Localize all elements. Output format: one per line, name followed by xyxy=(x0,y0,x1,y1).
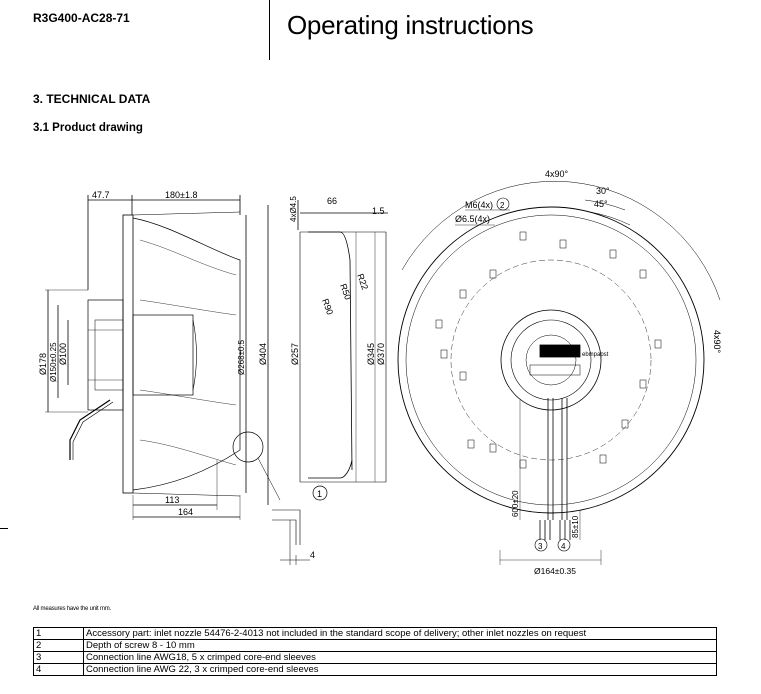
table-row: 3 Connection line AWG18, 5 x crimped cor… xyxy=(33,651,717,664)
dim-1-5: 1.5 xyxy=(372,206,385,216)
radius-22: R22 xyxy=(355,272,370,291)
dim-600: 600±20 xyxy=(511,490,520,517)
dim-45: 45° xyxy=(594,199,608,209)
dim-85: 85±10 xyxy=(571,515,580,538)
section-heading: 3. TECHNICAL DATA xyxy=(33,92,151,106)
dim-268: Ø268±0.5 xyxy=(237,339,246,375)
callout-1: 1 xyxy=(317,489,322,499)
header-divider xyxy=(269,0,270,60)
callout-4: 4 xyxy=(561,542,566,551)
radius-90: R90 xyxy=(320,297,335,316)
note-number: 2 xyxy=(33,639,84,652)
dim-178: Ø178 xyxy=(38,353,48,375)
note-text: Connection line AWG 22, 3 x crimped core… xyxy=(83,663,717,676)
product-drawing: 47.7 180±1.8 113 164 Ø178 Ø150±0.25 Ø100… xyxy=(38,169,722,576)
radius-50: R50 xyxy=(338,282,353,301)
note-number: 3 xyxy=(33,651,84,664)
nozzle-view xyxy=(272,200,388,565)
callout-2: 2 xyxy=(500,201,505,210)
dim-100: Ø100 xyxy=(58,343,68,365)
dim-6-5: Ø6.5(4x) xyxy=(455,214,490,224)
note-text: Depth of screw 8 - 10 mm xyxy=(83,639,717,652)
dim-4x90-top: 4x90° xyxy=(545,169,569,179)
dim-164: 164 xyxy=(178,507,193,517)
dim-m6: M6(4x) xyxy=(465,200,493,210)
dim-370: Ø370 xyxy=(376,343,386,365)
dim-66: 66 xyxy=(327,196,337,206)
dim-150: Ø150±0.25 xyxy=(49,342,58,382)
note-number: 4 xyxy=(33,663,84,676)
table-row: 4 Connection line AWG 22, 3 x crimped co… xyxy=(33,663,717,676)
model-number: R3G400-AC28-71 xyxy=(33,11,130,25)
dim-4x90-side: 4x90° xyxy=(712,330,722,354)
dim-47-7: 47.7 xyxy=(92,190,110,200)
dim-113: 113 xyxy=(165,495,179,505)
notes-table: 1 Accessory part: inlet nozzle 54476-2-4… xyxy=(33,627,717,676)
dim-164-dia: Ø164±0.35 xyxy=(534,566,576,576)
front-view xyxy=(397,180,721,565)
dim-180: 180±1.8 xyxy=(165,190,197,200)
dim-30: 30° xyxy=(596,186,610,196)
dim-4x4-5: 4xØ4.5 xyxy=(289,196,298,222)
dim-404: Ø404 xyxy=(258,343,268,365)
dim-257: Ø257 xyxy=(290,343,300,365)
dim-345: Ø345 xyxy=(366,343,376,365)
subsection-heading: 3.1 Product drawing xyxy=(33,122,143,134)
table-row: 1 Accessory part: inlet nozzle 54476-2-4… xyxy=(33,627,717,640)
margin-mark xyxy=(0,528,8,529)
document-title: Operating instructions xyxy=(287,10,534,40)
note-text: Connection line AWG18, 5 x crimped core-… xyxy=(83,651,717,664)
brand-label: ebmpapst xyxy=(582,352,609,358)
side-view xyxy=(45,195,328,520)
table-row: 2 Depth of screw 8 - 10 mm xyxy=(33,639,717,652)
note-text: Accessory part: inlet nozzle 54476-2-401… xyxy=(83,627,717,640)
dim-4: 4 xyxy=(310,550,315,560)
note-number: 1 xyxy=(33,627,84,640)
callout-3: 3 xyxy=(538,542,543,551)
units-footnote: All measures have the unit mm. xyxy=(33,606,112,612)
